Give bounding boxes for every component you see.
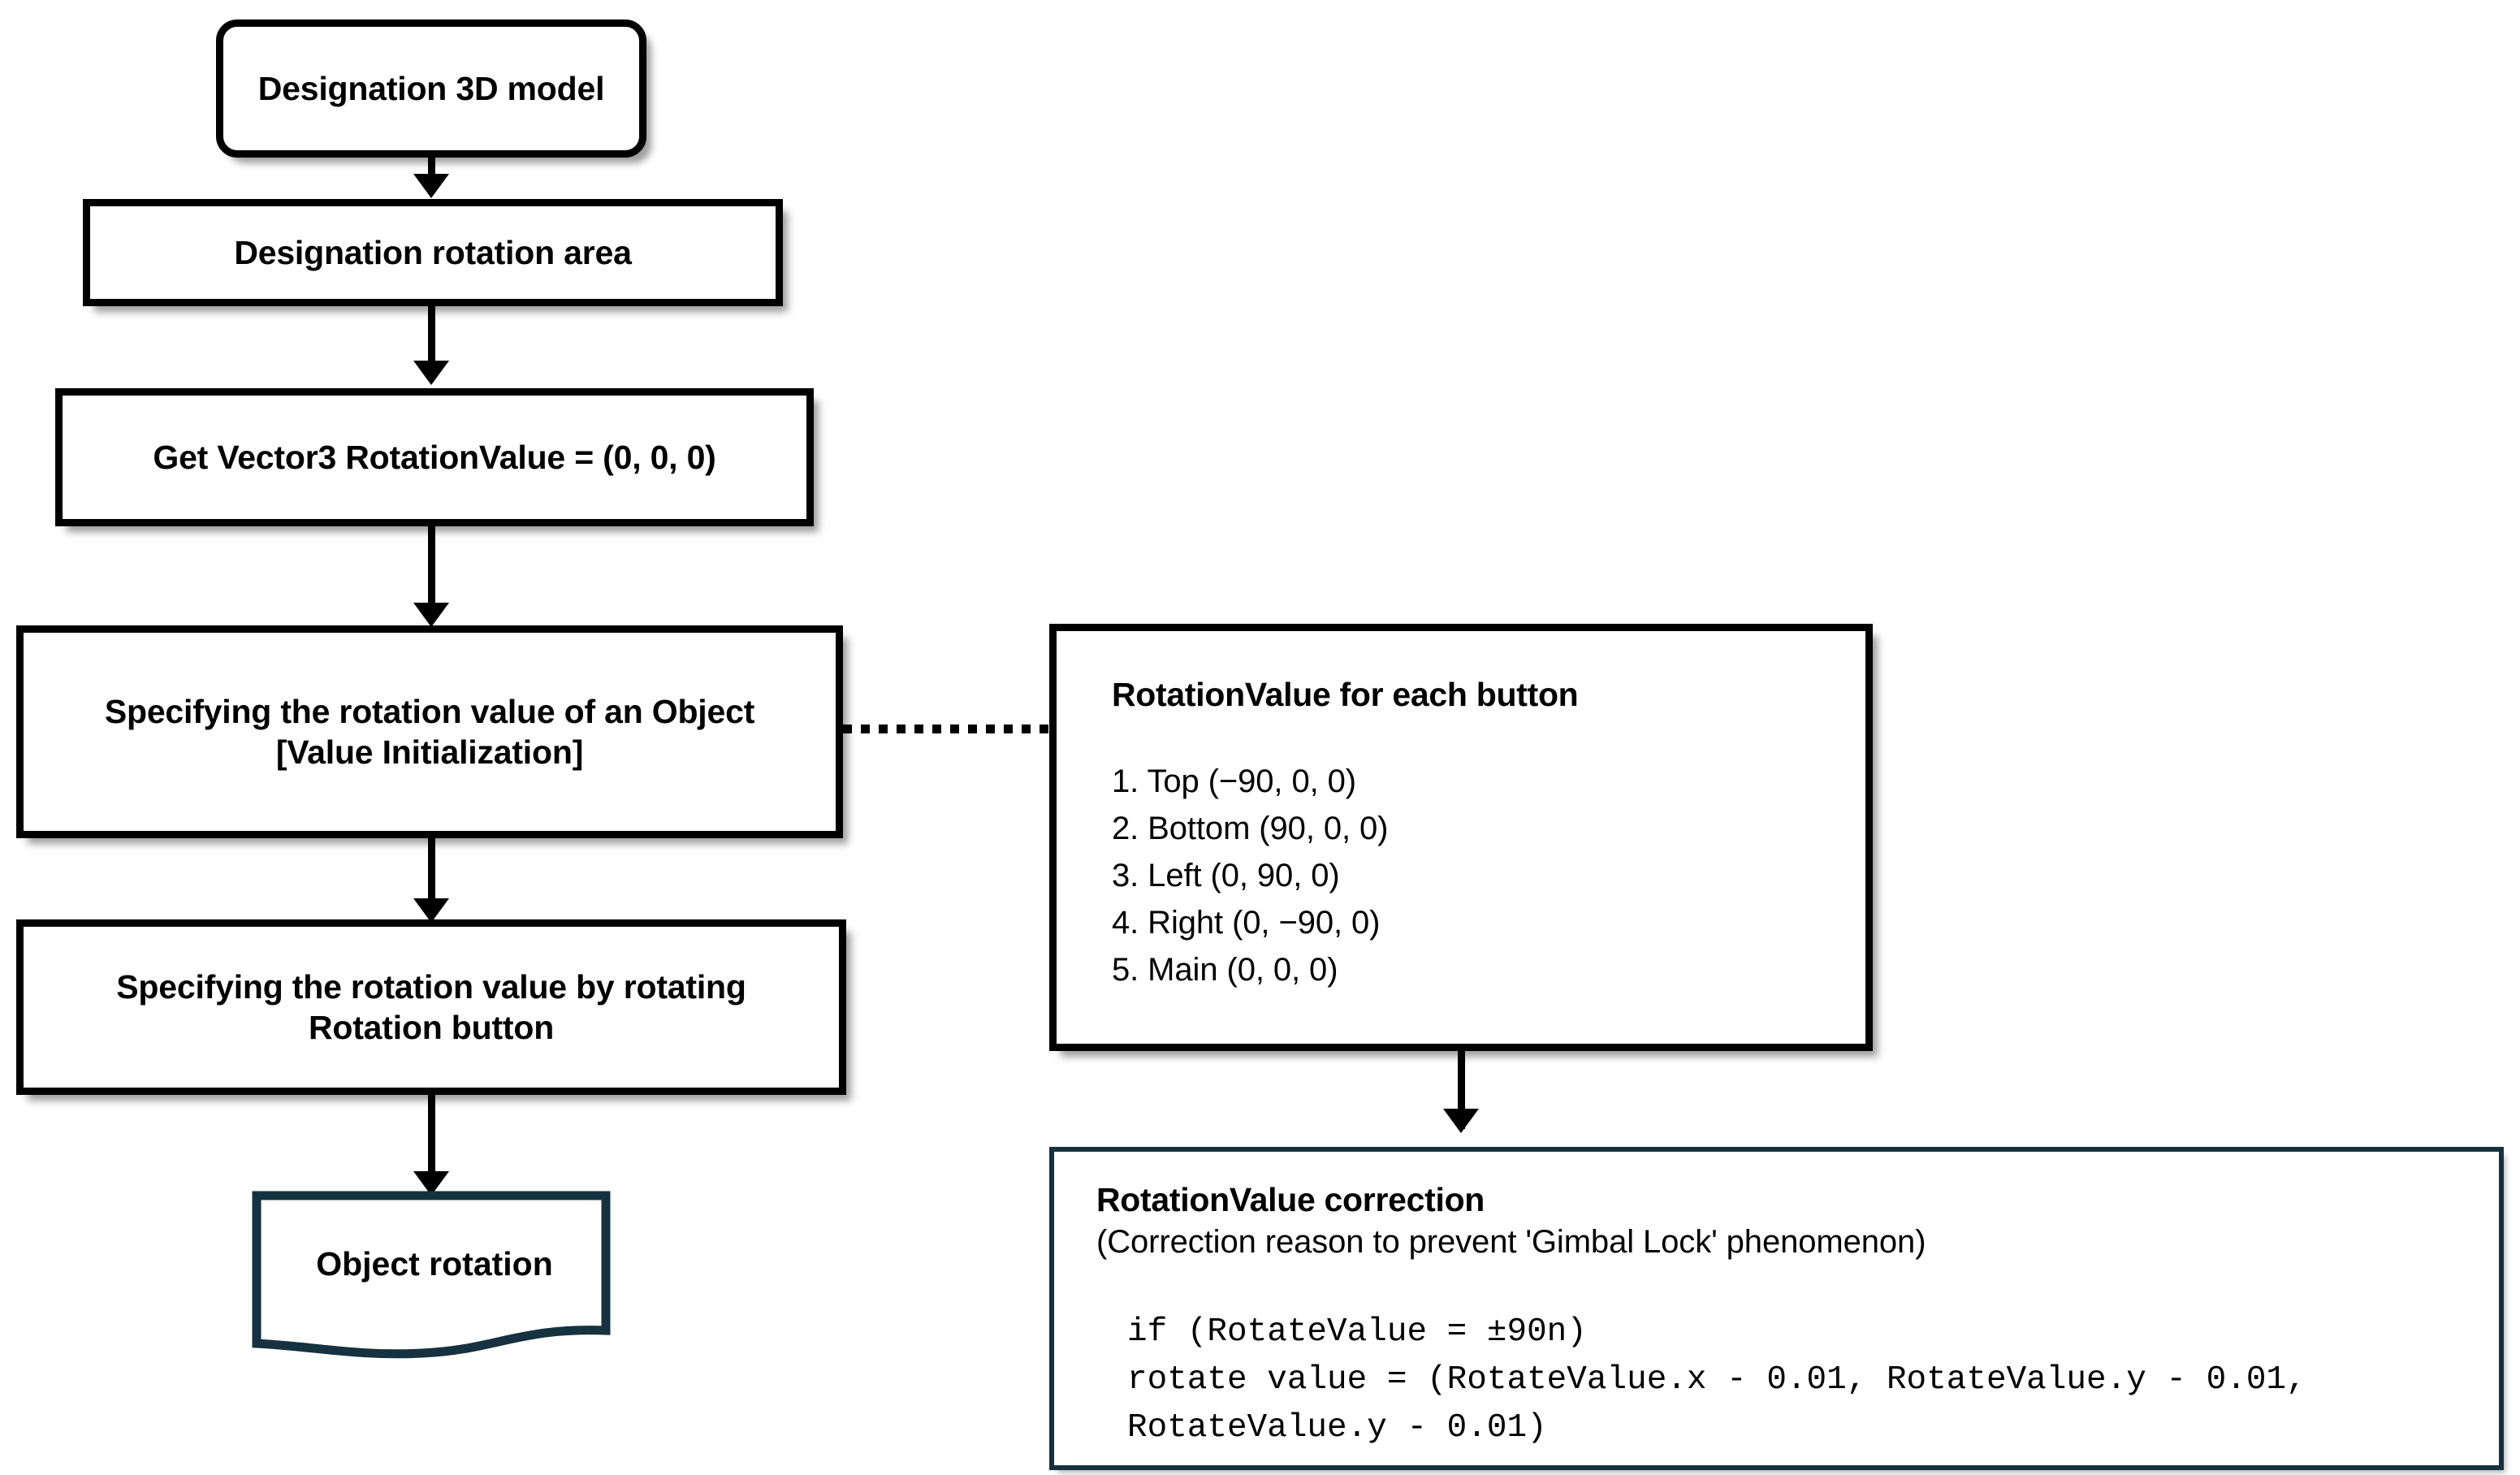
arrowhead-get-vector-to-specify-value — [413, 603, 449, 627]
node-designation-rotation-area-label: Designation rotation area — [234, 233, 632, 271]
panel-rotationvalue-item-5: 5. Main (0, 0, 0) — [1112, 952, 1338, 988]
arrowhead-specify-value-to-specify-button — [413, 898, 449, 923]
connector-get-vector-to-specify-value — [428, 526, 435, 608]
connector-specify-value-to-specify-button — [428, 838, 435, 903]
panel-rotationvalue-for-each-button[interactable]: RotationValue for each button 1. Top (−9… — [1049, 624, 1873, 1051]
panel-rotationvalue-item-2: 2. Bottom (90, 0, 0) — [1112, 811, 1389, 846]
connector-rotation-area-to-get-vector — [428, 306, 435, 365]
dotted-connector-to-rotationvalue-panel — [843, 725, 1064, 733]
node-specify-rotation-value-line2: [Value Initialization] — [275, 733, 584, 771]
node-specify-by-rotation-button-line1: Specifying the rotation value by rotatin… — [116, 967, 746, 1006]
node-object-rotation[interactable] — [252, 1191, 617, 1365]
node-specify-by-rotation-button-line2: Rotation button — [308, 1009, 555, 1046]
arrowhead-start-to-rotation-area — [413, 174, 449, 198]
connector-rotationvalue-to-correction — [1458, 1051, 1465, 1129]
node-object-rotation-label: Object rotation — [316, 1244, 553, 1283]
node-designation-3d-model[interactable]: Designation 3D model — [216, 19, 646, 158]
panel-rotationvalue-title: RotationValue for each button — [1112, 676, 1579, 713]
panel-correction-subtitle: (Correction reason to prevent 'Gimbal Lo… — [1096, 1224, 1926, 1261]
connector-start-to-rotation-area — [428, 156, 435, 190]
panel-rotationvalue-item-1: 1. Top (−90, 0, 0) — [1112, 763, 1356, 799]
panel-correction-title: RotationValue correction — [1096, 1181, 1485, 1218]
panel-rotationvalue-correction[interactable]: RotationValue correction (Correction rea… — [1049, 1147, 2504, 1470]
arrowhead-rotation-area-to-get-vector — [413, 361, 449, 385]
panel-rotationvalue-item-3: 3. Left (0, 90, 0) — [1112, 858, 1340, 893]
node-get-vector3-rotationvalue[interactable]: Get Vector3 RotationValue = (0, 0, 0) — [55, 388, 814, 526]
node-specify-by-rotation-button[interactable]: Specifying the rotation value by rotatin… — [16, 919, 846, 1095]
panel-correction-code: if (RotateValue = ±90n) rotate value = (… — [1127, 1313, 2306, 1447]
object-rotation-shape-svg — [252, 1191, 611, 1359]
node-specify-rotation-value-line1: Specifying the rotation value of an Obje… — [104, 692, 755, 730]
connector-specify-button-to-object-rotation — [428, 1095, 435, 1176]
node-object-rotation-label-wrap: Object rotation — [252, 1191, 617, 1337]
node-designation-3d-model-label: Designation 3D model — [257, 69, 605, 107]
node-designation-rotation-area[interactable]: Designation rotation area — [83, 199, 783, 306]
node-get-vector3-rotationvalue-label: Get Vector3 RotationValue = (0, 0, 0) — [153, 438, 716, 476]
node-specify-rotation-value[interactable]: Specifying the rotation value of an Obje… — [16, 625, 843, 838]
arrowhead-rotationvalue-to-correction — [1443, 1109, 1479, 1133]
panel-rotationvalue-item-4: 4. Right (0, −90, 0) — [1112, 905, 1381, 941]
